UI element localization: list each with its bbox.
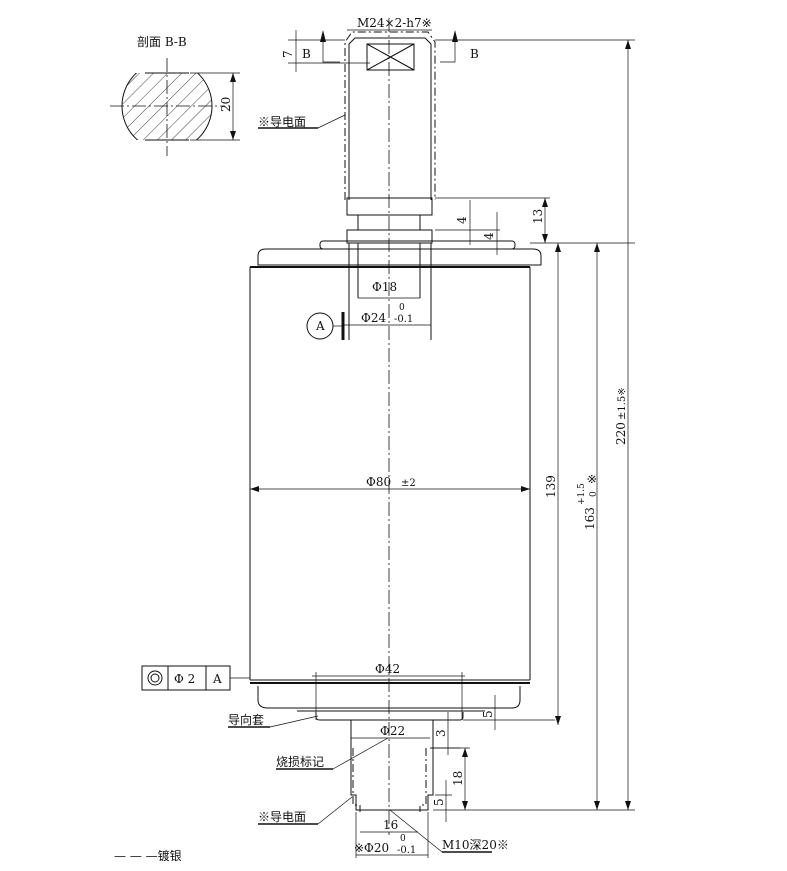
geometric-tolerance-frame: Φ 2 A xyxy=(141,665,250,691)
dim-d24-tol-up: 0 xyxy=(399,303,405,313)
conductive-surface-bottom-label: ※导电面 xyxy=(258,810,306,824)
section-b-b: 剖面 B-B 20 xyxy=(110,35,240,156)
thread-spec-top: M24×2-h7※ xyxy=(357,16,432,30)
dim-d24-tol-down: -0.1 xyxy=(394,314,413,325)
interrupter-body xyxy=(249,240,555,721)
burn-mark-label: 烧损标记 xyxy=(276,755,324,769)
dim-4b: 4 xyxy=(482,232,496,240)
section-dim-20: 20 xyxy=(219,97,233,112)
dim-d18: Φ18 xyxy=(372,280,397,294)
conductive-surface-top-label: ※导电面 xyxy=(258,115,306,129)
tolerance-value: Φ 2 xyxy=(174,672,195,686)
dim-13: 13 xyxy=(531,209,545,224)
dim-d80: Φ80 xyxy=(366,475,391,489)
dim-5b: 5 xyxy=(432,798,446,806)
dim-d24: Φ24 xyxy=(361,311,386,325)
dim-d20-tol-up: 0 xyxy=(400,834,406,844)
guide-sleeve-label: 导向套 xyxy=(228,712,264,727)
dim-7: 7 xyxy=(281,50,295,58)
dim-18: 18 xyxy=(451,771,465,786)
cut-label-left: B xyxy=(302,47,311,61)
dim-163-tol-up: +1.5 xyxy=(577,483,587,505)
datum-a: A xyxy=(315,319,325,333)
dim-d20: ※Φ20 xyxy=(354,841,389,855)
dim-d20-tol-down: -0.1 xyxy=(397,845,416,856)
dim-139: 139 xyxy=(544,475,558,498)
dim-d80-tol: ±2 xyxy=(401,478,416,489)
thread-hole-label: M10深20※ xyxy=(442,838,509,852)
bottom-stud xyxy=(350,720,635,812)
dim-220-tol: ±1.5※ xyxy=(617,387,628,420)
dim-d42: Φ42 xyxy=(375,662,400,676)
tolerance-datum: A xyxy=(212,672,222,686)
dim-d22: Φ22 xyxy=(380,724,405,738)
section-title: 剖面 B-B xyxy=(137,35,187,49)
dim-4a: 4 xyxy=(455,216,469,224)
dim-163: 163 xyxy=(583,507,597,530)
dim-220: 220 xyxy=(614,422,628,445)
dim-5a: 5 xyxy=(481,710,495,718)
concentricity-icon xyxy=(147,670,163,686)
silver-plating-legend: — — —镀银 xyxy=(114,849,182,863)
dim-163-mark: ※ xyxy=(585,474,599,484)
top-stud xyxy=(344,31,436,340)
dim-3: 3 xyxy=(434,729,448,737)
dim-163-tol-down: 0 xyxy=(589,491,599,497)
cut-label-right: B xyxy=(470,47,479,61)
dim-16: 16 xyxy=(383,818,398,832)
